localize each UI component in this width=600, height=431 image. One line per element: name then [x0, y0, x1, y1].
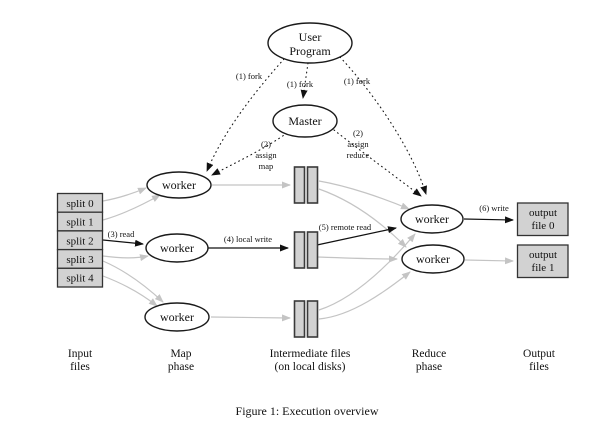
- disk-bar-icon: [293, 300, 306, 338]
- master-label: Master: [288, 114, 321, 128]
- reduce-phase-label-line2: phase: [416, 361, 442, 373]
- intermediate-phase-label-line2: (on local disks): [275, 361, 346, 373]
- write-arrow: [463, 216, 514, 224]
- split-4-cell: [56, 267, 104, 288]
- edge-split4-to-map-worker3: [102, 275, 158, 307]
- reduce-worker-1-ellipse: [400, 204, 464, 234]
- disk-bar-icon: [293, 231, 306, 269]
- edge-intermediate1-to-reduce-worker1: [318, 180, 410, 210]
- map-worker-1-label: worker: [162, 178, 196, 192]
- disk-bar-icon: [306, 300, 319, 338]
- intermediate-file-icon-1: [293, 166, 319, 204]
- assign-reduce-label-line2: assign: [347, 139, 369, 149]
- output-file-0-box: [516, 202, 569, 237]
- map-workers: worker worker worker: [144, 171, 212, 332]
- reduce-worker-2-label: worker: [416, 252, 450, 266]
- assign-reduce-label-line1: (2): [353, 128, 363, 138]
- fork-arrow-center: [300, 62, 309, 99]
- user-program-label-line1: User: [299, 30, 322, 44]
- map-phase-label-line2: phase: [168, 361, 194, 373]
- map-phase-label-line1: Map: [170, 348, 191, 360]
- reduce-workers: worker worker: [400, 204, 465, 274]
- edge-split1-to-map-worker1: [102, 194, 161, 221]
- fork-center-label: (1) fork: [287, 79, 314, 89]
- output-phase-label-line2: files: [529, 361, 549, 373]
- input-phase-label-line2: files: [70, 361, 90, 373]
- master-node: Master: [272, 104, 338, 138]
- edge-split0-to-map-worker1: [102, 187, 147, 202]
- output-file-1-line1: output: [529, 249, 557, 261]
- map-worker-3-label: worker: [160, 310, 194, 324]
- edge-intermediate2-to-reduce-worker2: [317, 255, 398, 263]
- output-file-1-line2: file 1: [532, 262, 555, 274]
- local-write-label: (4) local write: [224, 234, 272, 244]
- master-ellipse: [272, 104, 338, 138]
- black-edges: [102, 216, 514, 252]
- read-label: (3) read: [108, 229, 135, 239]
- output-file-1-box: [516, 244, 569, 279]
- fork-arrow-left: [206, 58, 285, 172]
- figure-caption: Figure 1: Execution overview: [236, 404, 379, 418]
- edge-intermediate3-to-reduce-worker2: [318, 271, 411, 320]
- read-arrow: [102, 239, 144, 247]
- output-file-0-line2: file 0: [532, 220, 555, 232]
- remote-read-arrow: [316, 226, 397, 246]
- split-4-label: split 4: [66, 273, 94, 285]
- output-phase-label-line1: Output: [523, 348, 556, 360]
- map-worker-3-ellipse: [144, 302, 210, 332]
- edge-split3-to-map-worker2: [102, 254, 149, 262]
- split-1-label: split 1: [66, 217, 93, 229]
- assign-map-label-line3: map: [259, 161, 274, 171]
- split-3-label: split 3: [66, 254, 94, 266]
- fork-left-label: (1) fork: [236, 71, 263, 81]
- intermediate-phase-label-line1: Intermediate files: [270, 348, 351, 360]
- user-program-node: User Program: [267, 22, 353, 64]
- input-splits: split 0 split 1 split 2 split 3 split 4: [56, 192, 104, 288]
- assign-map-label-line1: (2): [261, 139, 271, 149]
- input-phase-label-line1: Input: [68, 348, 93, 360]
- assign-reduce-label-line3: reduce: [347, 150, 370, 160]
- intermediate-file-icon-2: [293, 231, 319, 269]
- edge-intermediate3-to-reduce-worker1: [318, 233, 416, 311]
- split-2-label: split 2: [66, 235, 93, 247]
- reduce-worker-1-label: worker: [415, 212, 449, 226]
- phase-labels: Input files Map phase Intermediate files…: [68, 348, 556, 373]
- fork-arrow-right: [339, 56, 427, 195]
- edge-labels: (1) fork (1) fork (1) fork (2) assign ma…: [108, 71, 509, 244]
- write-label: (6) write: [479, 203, 509, 213]
- edge-reduce-worker2-to-output1: [464, 257, 514, 265]
- assign-map-label-line2: assign: [255, 150, 277, 160]
- fork-right-label: (1) fork: [344, 76, 371, 86]
- user-program-label-line2: Program: [289, 44, 331, 58]
- map-worker-1-ellipse: [146, 171, 212, 199]
- map-worker-2-ellipse: [145, 233, 209, 263]
- disk-bar-icon: [306, 166, 319, 204]
- edge-intermediate1-to-reduce-worker2: [318, 188, 407, 248]
- dotted-edges: [206, 56, 427, 197]
- intermediate-files: [293, 166, 319, 338]
- remote-read-label: (5) remote read: [319, 222, 372, 232]
- split-0-label: split 0: [66, 198, 94, 210]
- output-file-0-line1: output: [529, 207, 557, 219]
- edge-split3-to-map-worker3: [102, 260, 164, 303]
- assign-map-arrow: [211, 132, 288, 176]
- disk-bar-icon: [306, 231, 319, 269]
- gray-edges: [102, 180, 514, 322]
- disk-bar-icon: [293, 166, 306, 204]
- edge-map-worker3-to-intermediate3: [210, 314, 291, 322]
- reduce-worker-2-ellipse: [401, 244, 465, 274]
- output-files: output file 0 output file 1: [516, 202, 569, 279]
- map-worker-2-label: worker: [160, 241, 194, 255]
- reduce-phase-label-line1: Reduce: [412, 348, 446, 360]
- intermediate-file-icon-3: [293, 300, 319, 338]
- user-program-ellipse: [267, 22, 353, 64]
